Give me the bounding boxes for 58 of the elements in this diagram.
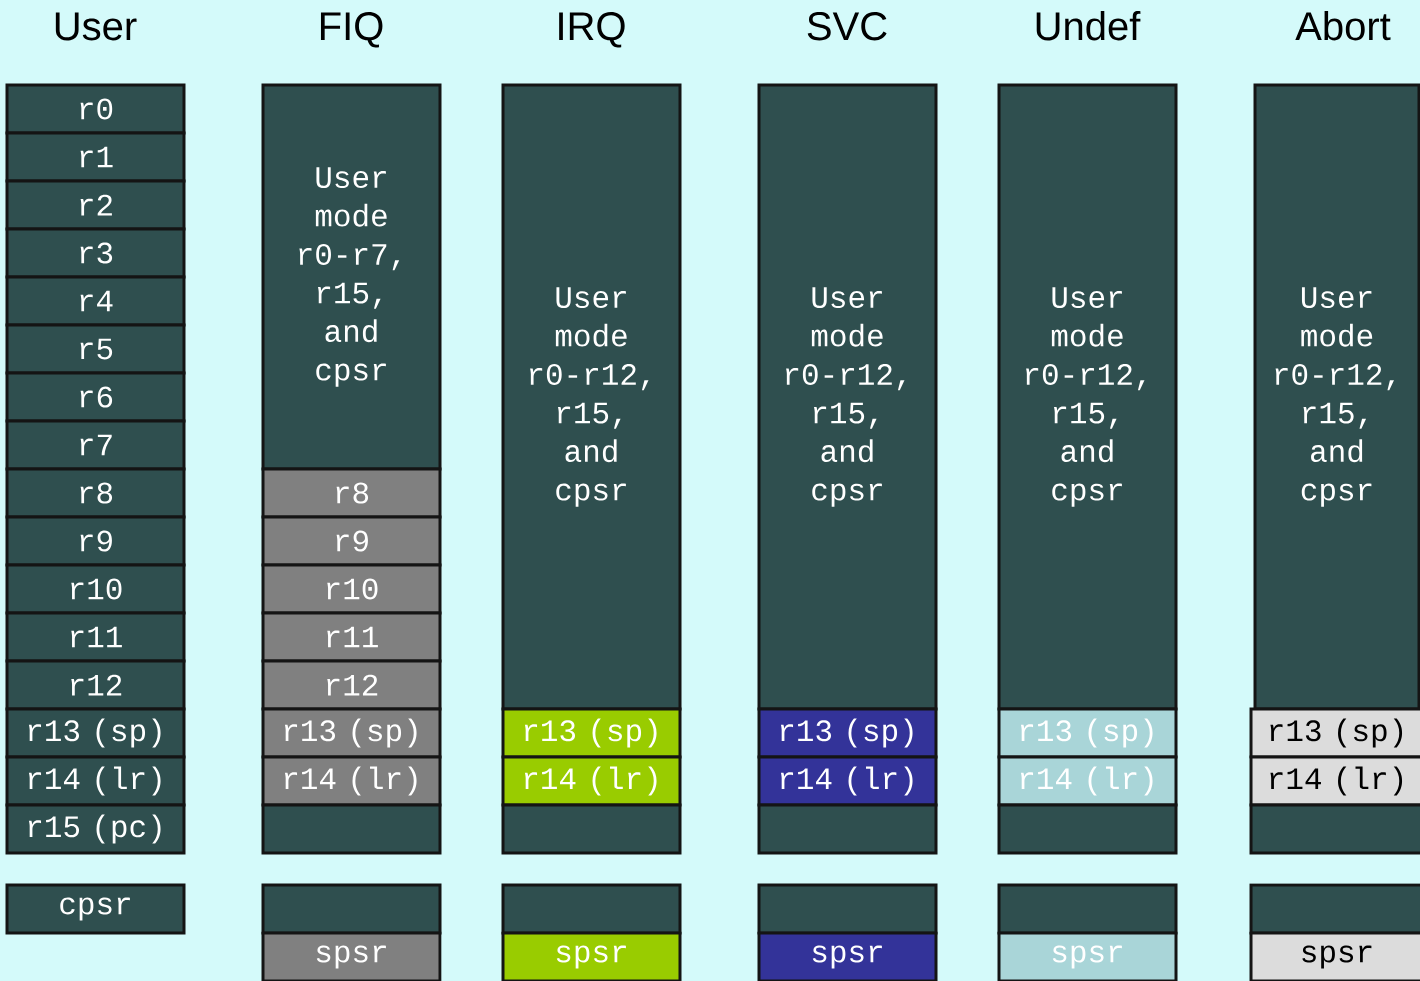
register-box: r10 — [5, 563, 186, 615]
register-box: r12 — [5, 659, 186, 711]
empty-register-box — [757, 883, 938, 935]
register-box: r14 (lr) — [1249, 755, 1420, 807]
register-box: User mode r0-r12, r15, and cpsr — [997, 83, 1178, 711]
empty-register-box — [1249, 803, 1420, 855]
register-box: r0 — [5, 83, 186, 135]
register-box: spsr — [1249, 931, 1420, 981]
register-box: spsr — [757, 931, 938, 981]
empty-register-box — [501, 883, 682, 935]
register-box: r7 — [5, 419, 186, 471]
register-box: r14 (lr) — [757, 755, 938, 807]
register-box: cpsr — [5, 883, 186, 935]
empty-register-box — [997, 803, 1178, 855]
register-box: r13 (sp) — [501, 707, 682, 759]
register-box: r4 — [5, 275, 186, 327]
register-box: spsr — [501, 931, 682, 981]
register-box: r8 — [5, 467, 186, 519]
column-heading: FIQ — [320, 12, 383, 48]
register-box: User mode r0-r12, r15, and cpsr — [501, 83, 682, 711]
column-heading: User — [55, 12, 137, 41]
empty-register-box — [261, 803, 442, 855]
column-heading: Abort — [1295, 11, 1391, 41]
register-box: r15 (pc) — [5, 803, 186, 855]
register-box: r14 (lr) — [501, 755, 682, 807]
register-box: r2 — [5, 179, 186, 231]
column-heading: SVC — [807, 12, 887, 41]
register-box: r14 (lr) — [997, 755, 1178, 807]
register-box: r14 (lr) — [5, 755, 186, 807]
register-box: r13 (sp) — [997, 707, 1178, 759]
column-heading: IRQ — [559, 12, 625, 48]
register-box: r13 (sp) — [5, 707, 186, 759]
register-box: User mode r0-r12, r15, and cpsr — [757, 83, 938, 711]
register-box: spsr — [261, 931, 442, 981]
register-box: r9 — [261, 515, 442, 567]
column-heading: Undef — [1036, 11, 1141, 41]
empty-register-box — [501, 803, 682, 855]
register-box: spsr — [997, 931, 1178, 981]
empty-register-box — [997, 883, 1178, 935]
empty-register-box — [1249, 883, 1420, 935]
register-box: r10 — [261, 563, 442, 615]
register-box: r13 (sp) — [757, 707, 938, 759]
register-box: r6 — [5, 371, 186, 423]
register-box: User mode r0-r12, r15, and cpsr — [1253, 83, 1420, 711]
register-box: r12 — [261, 659, 442, 711]
register-box: User mode r0-r7, r15, and cpsr — [261, 83, 442, 471]
register-box: r13 (sp) — [261, 707, 442, 759]
register-box: r9 — [5, 515, 186, 567]
register-box: r14 (lr) — [261, 755, 442, 807]
register-box: r11 — [261, 611, 442, 663]
register-box: r1 — [5, 131, 186, 183]
register-box: r3 — [5, 227, 186, 279]
empty-register-box — [757, 803, 938, 855]
register-box: r13 (sp) — [1249, 707, 1420, 759]
empty-register-box — [261, 883, 442, 935]
register-box: r11 — [5, 611, 186, 663]
register-box: r8 — [261, 467, 442, 519]
register-box: r5 — [5, 323, 186, 375]
